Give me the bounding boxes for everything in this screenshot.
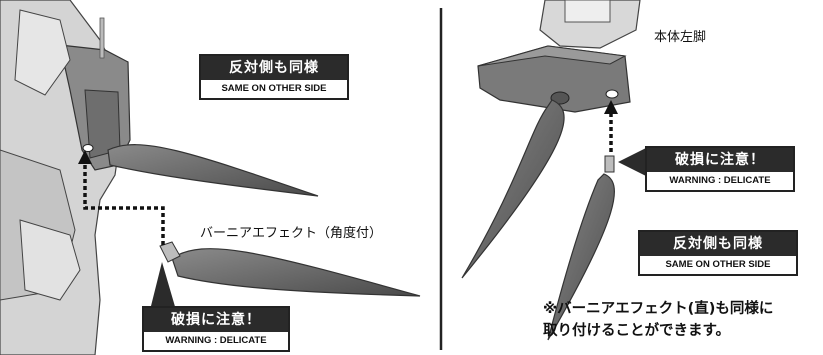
warning-pointer-left xyxy=(150,262,176,310)
same-side-label-en: SAME ON OTHER SIDE xyxy=(665,259,771,270)
dotted-arrow-icon xyxy=(604,100,618,152)
assembly-note-line1: ※バーニアエフェクト(直)も同様に xyxy=(543,301,774,317)
vernier-effect-detached-right xyxy=(547,173,615,341)
effect-peg-right xyxy=(604,155,615,173)
same-side-label-jp: 反対側も同様 xyxy=(640,232,796,256)
warning-label-jp: 破損に注意！ xyxy=(647,148,793,172)
effect-peg-left xyxy=(159,241,181,263)
warning-label-left: 破損に注意！ WARNING : DELICATE xyxy=(142,306,290,352)
part-caption: バーニアエフェクト（角度付） xyxy=(200,226,383,241)
warning-label-right: 破損に注意！ WARNING : DELICATE xyxy=(645,146,795,192)
warning-label-en: WARNING : DELICATE xyxy=(165,335,267,346)
vernier-effect-attached-left xyxy=(107,144,319,197)
same-side-label-jp: 反対側も同様 xyxy=(201,56,347,80)
warning-label-en: WARNING : DELICATE xyxy=(669,175,771,186)
dotted-arrow-icon xyxy=(78,150,165,245)
vernier-effect-attached-right xyxy=(461,99,565,279)
same-side-label-right: 反対側も同様 SAME ON OTHER SIDE xyxy=(638,230,798,276)
warning-label-jp: 破損に注意！ xyxy=(144,308,288,332)
robot-leg-illustration xyxy=(477,0,641,113)
robot-body-illustration xyxy=(0,0,131,355)
warning-pointer-right xyxy=(618,148,646,176)
same-side-label-left: 反対側も同様 SAME ON OTHER SIDE xyxy=(199,54,349,100)
body-part-caption: 本体左脚 xyxy=(654,30,707,45)
vernier-effect-detached-left xyxy=(171,248,421,297)
assembly-note-line2: 取り付けることができます。 xyxy=(543,323,731,339)
same-side-label-en: SAME ON OTHER SIDE xyxy=(221,83,327,94)
